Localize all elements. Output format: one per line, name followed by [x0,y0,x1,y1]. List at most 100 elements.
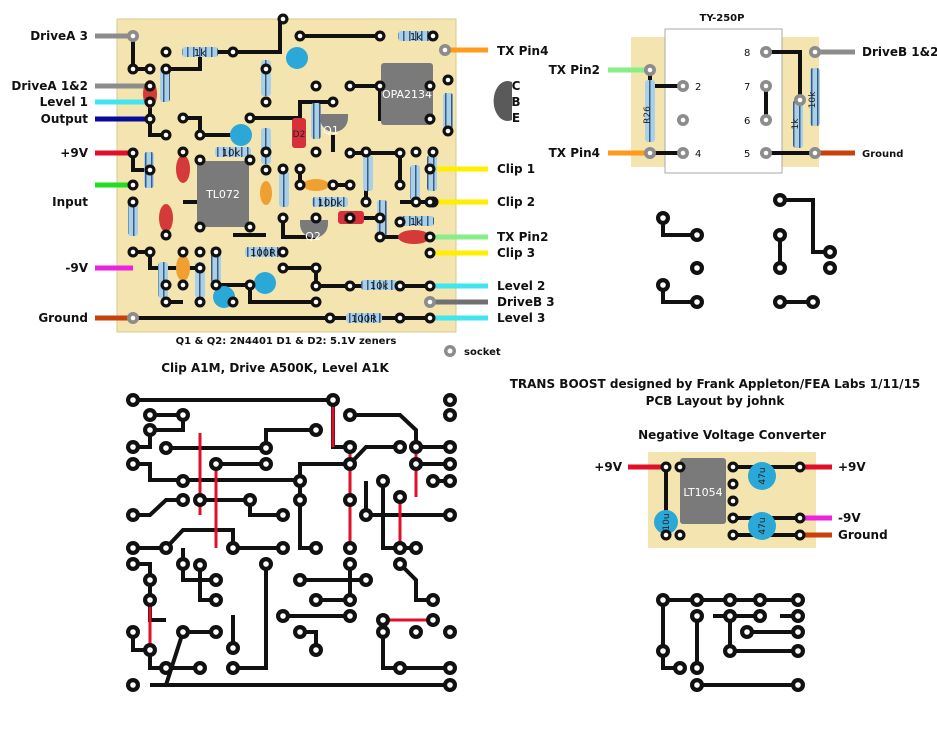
pad-hole [130,33,136,39]
conv-cap-47u-b-label: 47u [758,517,768,534]
pad-hole [427,250,433,256]
pad-hole [427,234,433,240]
tl072-label: TL072 [205,188,240,201]
pad-hole [812,150,818,156]
pad-hole [230,49,236,55]
pad-hole [347,613,353,619]
tl072-chip [197,161,249,227]
opa2134-chip [381,63,433,125]
pad-hole [313,283,319,289]
pad-hole [397,545,403,551]
pad-hole [763,117,769,123]
pad-hole [397,315,403,321]
pad-hole [810,299,816,305]
transistor-q1 [320,114,348,132]
pad-hole [163,232,169,238]
pad-hole [730,515,736,521]
jumpers [148,400,433,650]
pad-hole [377,215,383,221]
pad-hole [163,445,169,451]
pots-note: Clip A1M, Drive A500K, Level A1K [161,361,389,375]
pad-hole [280,166,286,172]
pad-hole [827,249,833,255]
pad-hole [163,665,169,671]
pad-hole [347,597,353,603]
pad-hole [447,397,453,403]
pad-hole [213,597,219,603]
pad-hole [313,647,319,653]
pad-hole [680,150,686,156]
pad-hole [727,613,733,619]
pad-hole [447,512,453,518]
pad-hole [147,99,153,105]
label-txpin4: TX Pin4 [497,44,548,58]
lt1054-chip [680,458,726,524]
pad-hole [447,461,453,467]
pad-hole [213,282,219,288]
pad-hole [130,66,136,72]
pad-hole [363,577,369,583]
pad-hole [827,265,833,271]
pad-hole [427,199,433,205]
pad-hole [413,199,419,205]
pad-hole [280,545,286,551]
pad-hole [330,182,336,188]
pad-hole [397,150,403,156]
pad-hole [327,315,333,321]
pad-hole [413,629,419,635]
pad-hole [427,283,433,289]
tx-label-pin4: TX Pin4 [549,146,600,160]
tx-pin-2: 2 [695,82,701,93]
pad-hole [347,182,353,188]
pad-hole [297,182,303,188]
tx-pin-5: 5 [744,149,750,160]
pad-hole [163,299,169,305]
pad-hole [430,149,436,155]
pad-hole [397,561,403,567]
pad-hole [445,77,451,83]
pad-hole [130,545,136,551]
pad-hole [147,66,153,72]
cap-10p [303,179,329,191]
pad-hole [280,16,286,22]
pad-hole [763,150,769,156]
pad-hole [413,461,419,467]
cap-10u-a [286,47,308,69]
pad-hole [180,478,186,484]
diode-d2 [292,118,306,148]
pad-hole [313,215,319,221]
label-level2: Level 2 [497,279,545,293]
pad-hole [347,561,353,567]
pad-hole [445,128,451,134]
pad-hole [795,613,801,619]
label-ground: Ground [38,311,88,325]
converter-title: Negative Voltage Converter [638,428,826,442]
pad-hole [280,249,286,255]
label-drivea12: DriveA 1&2 [11,79,88,93]
conv-cap-10u-label: 10u [662,513,672,530]
converter-board: Negative Voltage Converter LT1054 47u 10… [594,428,888,548]
pad-hole [313,545,319,551]
pad-hole [377,83,383,89]
conv-label-ground: Ground [838,528,888,542]
pad-hole [147,647,153,653]
pad-hole [777,232,783,238]
cap-100p-a [176,255,190,281]
cap-10u-d [254,272,276,294]
pad-hole [130,199,136,205]
label-clip3: Clip 3 [497,246,535,260]
pad-hole [147,116,153,122]
pad-hole [795,648,801,654]
tx-pin-7: 7 [744,82,750,93]
socket-legend-label: socket [464,347,501,358]
pad-hole [197,224,203,230]
pad-hole [313,299,319,305]
pad-hole [130,461,136,467]
transistor-pinout: C B E [493,79,521,125]
pad-hole [297,166,303,172]
pad-hole [130,629,136,635]
pinout-b: B [511,95,520,109]
label-level1: Level 1 [40,95,88,109]
pad-hole [263,66,269,72]
